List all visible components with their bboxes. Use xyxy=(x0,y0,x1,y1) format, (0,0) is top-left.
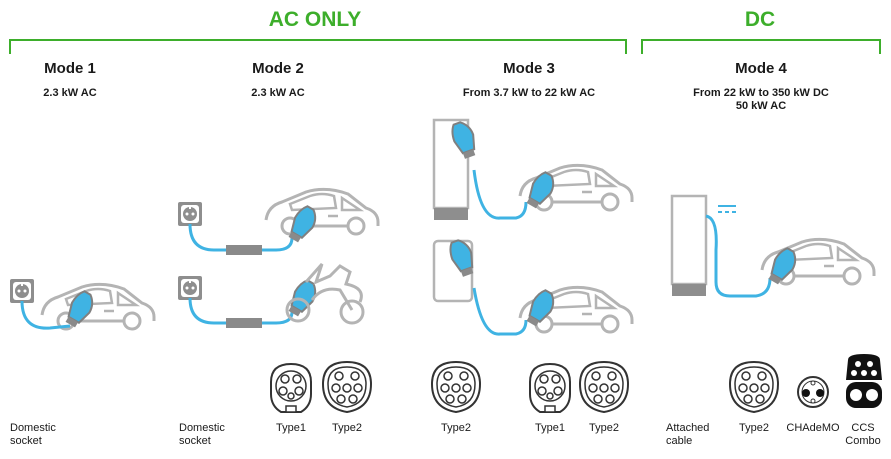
caption-line: cable xyxy=(666,435,693,447)
mode-4-power-ac: 50 kW AC xyxy=(735,100,787,112)
mode-3-type2-caption: Type2 xyxy=(441,422,471,434)
type1-connector-icon xyxy=(270,363,312,413)
dc-title: DC xyxy=(744,8,776,31)
mode-3-title: Mode 3 xyxy=(503,60,555,77)
mode-4-illustration xyxy=(670,194,876,298)
mode-2-type1-caption: Type1 xyxy=(276,422,306,434)
mode-2-power: 2.3 kW AC xyxy=(251,87,305,99)
mode-2-car-illustration xyxy=(178,187,380,255)
mode-1-socket-caption: Domestic socket xyxy=(10,422,90,448)
mode-3-post-illustration xyxy=(432,118,634,222)
mode-3-type2b-caption: Type2 xyxy=(589,422,619,434)
mode-1-illustration xyxy=(10,279,156,331)
caption-line: socket xyxy=(179,435,211,447)
connector-icons xyxy=(270,354,882,413)
mode-2-motorbike-illustration xyxy=(178,263,365,328)
type2-connector-icon xyxy=(729,361,779,413)
type1-connector-icon xyxy=(529,363,571,413)
type2-connector-icon xyxy=(431,361,481,413)
mode-4-cable-caption: Attached cable xyxy=(666,422,736,448)
mode-4-ccs-caption: CCS Combo xyxy=(838,422,888,448)
mode-4-title: Mode 4 xyxy=(735,60,787,77)
caption-line: Attached xyxy=(666,422,710,434)
ac-bracket xyxy=(9,39,627,54)
type2-connector-icon xyxy=(579,361,629,413)
ccs-combo-connector-icon xyxy=(846,354,882,408)
mode-2-socket-caption: Domestic socket xyxy=(179,422,259,448)
mode-2-type2-caption: Type2 xyxy=(332,422,362,434)
mode-3-power: From 3.7 kW to 22 kW AC xyxy=(462,87,596,99)
chademo-connector-icon xyxy=(797,376,829,408)
mode-4-chademo-caption: CHAdeMO xyxy=(786,422,840,434)
mode-1-title: Mode 1 xyxy=(44,60,96,77)
mode-3-type1-caption: Type1 xyxy=(535,422,565,434)
mode-1-power: 2.3 kW AC xyxy=(43,87,97,99)
caption-line: Domestic xyxy=(179,422,225,434)
mode-3-wallbox-illustration xyxy=(432,236,634,336)
caption-line: Combo xyxy=(845,435,881,447)
caption-line: socket xyxy=(10,435,42,447)
ac-only-title: AC ONLY xyxy=(268,8,362,31)
caption-line: CCS xyxy=(851,422,875,434)
dc-bracket xyxy=(641,39,881,54)
mode-4-type2-caption: Type2 xyxy=(739,422,769,434)
type2-connector-icon xyxy=(322,361,372,413)
mode-4-power-dc: From 22 kW to 350 kW DC xyxy=(693,87,829,99)
caption-line: Domestic xyxy=(10,422,56,434)
mode-2-title: Mode 2 xyxy=(252,60,304,77)
